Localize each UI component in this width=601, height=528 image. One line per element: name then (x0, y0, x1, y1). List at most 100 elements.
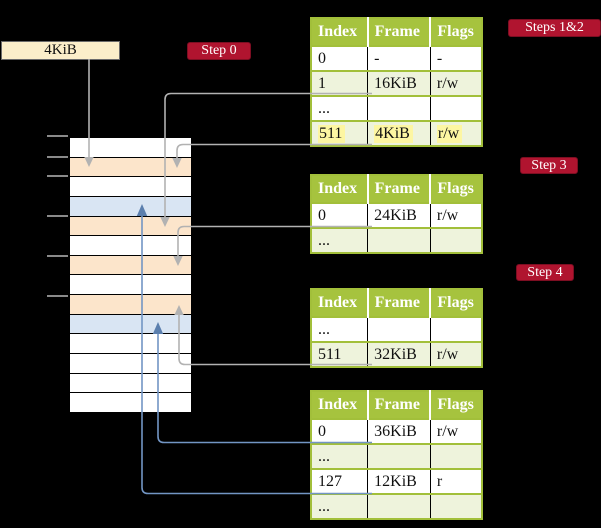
table-row: 511 4KiB r/w (311, 120, 482, 146)
memory-tick (47, 295, 68, 297)
memory-row-white (70, 236, 191, 256)
badge-step-3-label: Step 3 (531, 157, 567, 173)
memory-tick (47, 135, 68, 137)
memory-row-blue (70, 196, 191, 217)
table-cell: ... (311, 443, 369, 469)
table-cell: r/w (430, 120, 482, 146)
memory-row-orange (70, 157, 191, 178)
table-cell: 36KiB (367, 418, 431, 444)
table-cell (430, 95, 482, 121)
table-cell: - (430, 45, 482, 71)
memory-row-white (70, 373, 191, 394)
memory-tick (47, 156, 68, 158)
table-cell: ... (311, 95, 369, 121)
page-size-box: 4KiB (1, 41, 120, 60)
table-cell: ... (311, 316, 369, 342)
column-header: Flags (430, 175, 482, 203)
column-header: Flags (430, 18, 482, 46)
table-cell: ... (311, 227, 369, 253)
table-cell (367, 493, 431, 519)
badge-step-0-label: Step 0 (201, 43, 237, 58)
badge-step-0: Step 0 (187, 42, 251, 60)
table-cell (367, 443, 431, 469)
highlighted-value: r/w (436, 124, 463, 143)
badge-step-3: Step 3 (520, 157, 578, 174)
memory-tick (47, 255, 68, 257)
table-cell: 32KiB (367, 341, 431, 367)
table-cell: 12KiB (367, 468, 431, 494)
memory-tick (47, 215, 68, 217)
table-cell (430, 316, 482, 342)
column-header: Frame (367, 175, 432, 203)
table-cell (367, 227, 431, 253)
table-cell: 4KiB (367, 120, 431, 146)
table-row: ... (311, 95, 482, 121)
memory-row-orange (70, 216, 191, 237)
badge-step-4: Step 4 (516, 264, 574, 281)
table-row: ... (311, 493, 482, 519)
table-cell (367, 316, 431, 342)
table-cell: 24KiB (367, 202, 431, 228)
table-cell: 127 (311, 468, 369, 494)
column-header: Index (311, 289, 369, 317)
table-cell: 0 (311, 202, 369, 228)
table-cell: r/w (430, 418, 482, 444)
column-header: Index (311, 175, 369, 203)
table-cell (430, 493, 482, 519)
table-cell: r/w (430, 202, 482, 228)
memory-row-white (70, 334, 191, 355)
table-cell: 1 (311, 70, 369, 96)
table-cell: r/w (430, 70, 482, 96)
memory-row-orange (70, 255, 191, 276)
table-cell: r (430, 468, 482, 494)
badge-steps-1-2-label: Steps 1&2 (525, 20, 584, 35)
table-cell: 0 (311, 418, 369, 444)
table-cell: 16KiB (367, 70, 431, 96)
column-header: Frame (367, 289, 432, 317)
table-row: ... (311, 316, 482, 342)
table-cell (367, 95, 431, 121)
table-cell: ... (311, 493, 369, 519)
memory-row-white (70, 177, 191, 197)
table-cell (430, 443, 482, 469)
badge-steps-1-2: Steps 1&2 (508, 19, 601, 37)
table-row: ... (311, 227, 482, 253)
table-cell: r/w (430, 341, 482, 367)
memory-tick (47, 175, 68, 177)
table-cell (430, 227, 482, 253)
table-cell: 511 (311, 120, 369, 146)
memory-row-orange (70, 295, 191, 315)
highlighted-value: 4KiB (374, 124, 413, 143)
memory-row-blue (70, 314, 191, 335)
page-size-label: 4KiB (44, 42, 77, 58)
memory-row-white (70, 393, 191, 412)
column-header: Index (311, 18, 369, 46)
memory-row-white (70, 354, 191, 374)
column-header: Flags (430, 391, 482, 419)
column-header: Frame (367, 18, 432, 46)
column-header: Frame (367, 391, 432, 419)
column-header: Index (311, 391, 369, 419)
memory-row-white (70, 138, 191, 158)
table-cell: - (367, 45, 431, 71)
badge-step-4-label: Step 4 (527, 264, 563, 280)
physical-memory-column (69, 137, 192, 413)
table-cell: 0 (311, 45, 369, 71)
highlighted-value: 511 (318, 124, 346, 143)
table-row: 0-- (311, 45, 482, 71)
table-cell: 511 (311, 341, 369, 367)
memory-row-white (70, 275, 191, 296)
